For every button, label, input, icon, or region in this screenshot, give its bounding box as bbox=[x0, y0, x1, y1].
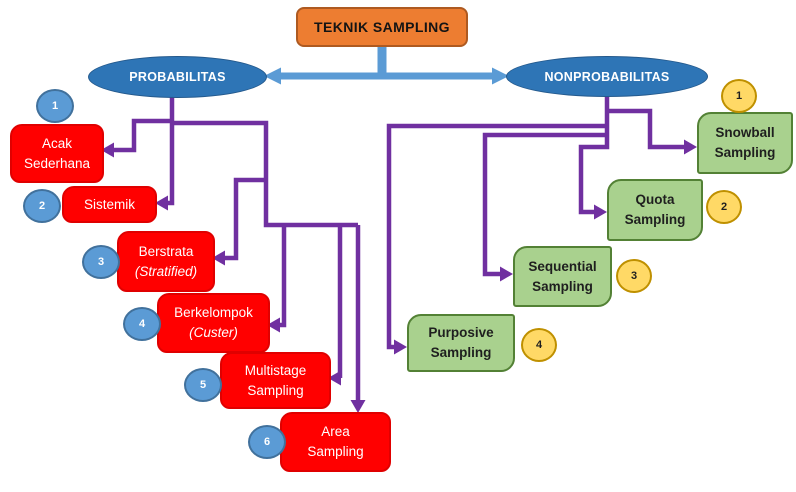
branch-nonprobabilitas-label: NONPROBABILITAS bbox=[544, 69, 670, 84]
node-label-line: Sequential bbox=[528, 258, 597, 274]
node-label-line: Acak bbox=[41, 135, 72, 151]
node-label-line: Sampling bbox=[714, 145, 776, 160]
branch-probabilitas-label: PROBABILITAS bbox=[129, 70, 226, 84]
badge-nonprobabilitas-1: 1 bbox=[721, 79, 757, 113]
badge-probabilitas-2: 2 bbox=[23, 189, 61, 223]
title-label: TEKNIK SAMPLING bbox=[314, 19, 450, 35]
node-label-line: Multistage bbox=[244, 362, 307, 378]
node-label-line: Berkelompok bbox=[174, 305, 253, 321]
arrow-sequential-icon bbox=[500, 266, 513, 282]
node-label-line: (Stratified) bbox=[134, 263, 198, 279]
badge-probabilitas-1: 1 bbox=[36, 89, 74, 123]
node-sistemik: Sistemik bbox=[62, 186, 157, 223]
node-acak-sederhana: Acak Sederhana bbox=[10, 124, 104, 183]
node-label-line: Purposive bbox=[428, 325, 494, 341]
node-sequential-sampling: Sequential Sampling bbox=[513, 246, 612, 307]
branch-probabilitas: PROBABILITAS bbox=[88, 56, 267, 98]
node-purposive-sampling: Purposive Sampling bbox=[407, 314, 515, 372]
node-label-line: Area bbox=[321, 424, 350, 440]
badge-probabilitas-6: 6 bbox=[248, 425, 286, 459]
node-label-line: Sistemik bbox=[83, 196, 135, 212]
node-label-line: Snowball bbox=[715, 125, 775, 141]
arrow-purposive-icon bbox=[394, 339, 407, 355]
title-box: TEKNIK SAMPLING bbox=[296, 7, 468, 47]
badge-nonprobabilitas-2: 2 bbox=[706, 190, 742, 224]
branch-nonprobabilitas: NONPROBABILITAS bbox=[506, 56, 708, 97]
node-label-line: Sampling bbox=[532, 278, 593, 294]
node-label-line: Berstrata bbox=[138, 243, 194, 259]
arrow-snowball-icon bbox=[684, 139, 697, 155]
node-quota-sampling: Quota Sampling bbox=[607, 179, 703, 241]
node-berkelompok: Berkelompok (Custer) bbox=[157, 293, 270, 353]
node-label-line: Quota bbox=[635, 192, 675, 208]
badge-probabilitas-3: 3 bbox=[82, 245, 120, 279]
node-snowball-sampling: Snowball Sampling bbox=[697, 112, 793, 174]
badge-probabilitas-4: 4 bbox=[123, 307, 161, 341]
node-label-line: Sampling bbox=[624, 212, 686, 227]
node-area-sampling: Area Sampling bbox=[280, 412, 391, 472]
node-label-line: Sampling bbox=[307, 444, 364, 459]
arrow-quota-icon bbox=[594, 204, 607, 220]
node-multistage-sampling: Multistage Sampling bbox=[220, 352, 331, 409]
badge-probabilitas-5: 5 bbox=[184, 368, 222, 402]
node-label-line: Sederhana bbox=[23, 155, 91, 171]
badge-nonprobabilitas-4: 4 bbox=[521, 328, 557, 362]
title-branch-connector bbox=[264, 45, 509, 85]
node-label-line: Sampling bbox=[247, 382, 304, 398]
node-berstrata: Berstrata (Stratified) bbox=[117, 231, 215, 292]
node-label-line: Sampling bbox=[430, 345, 492, 360]
node-label-line: (Custer) bbox=[189, 325, 238, 340]
badge-nonprobabilitas-3: 3 bbox=[616, 259, 652, 293]
